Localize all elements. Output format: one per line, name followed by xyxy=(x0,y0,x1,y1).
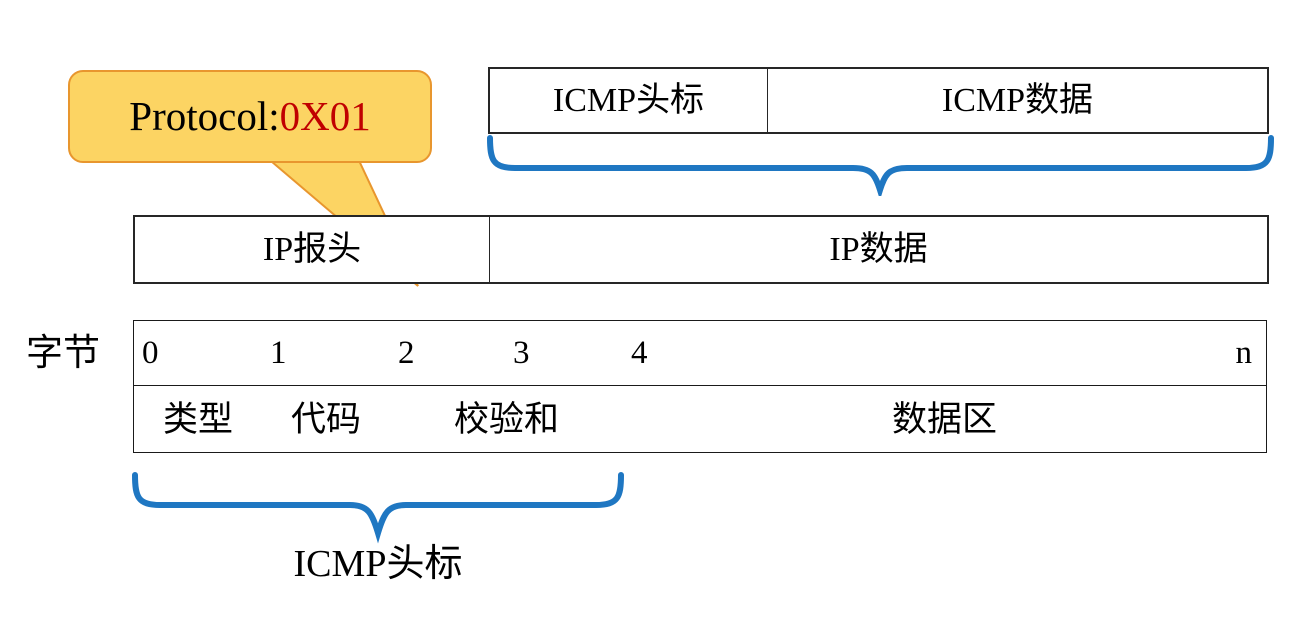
field-checksum-label: 校验和 xyxy=(453,399,559,439)
field-checksum: 校验和 xyxy=(390,385,624,453)
byte-offset-3-text: 3 xyxy=(513,334,530,371)
byte-offset-4: 4 n xyxy=(623,320,1267,385)
field-code-label: 代码 xyxy=(290,399,361,439)
field-code: 代码 xyxy=(262,385,391,453)
protocol-callout: Protocol: 0X01 xyxy=(68,70,432,287)
icmp-header-cell: ICMP头标 xyxy=(488,67,769,134)
icmp-header-brace xyxy=(132,472,624,544)
icmp-header-brace-label: ICMP头标 xyxy=(293,543,463,585)
ip-data-label: IP数据 xyxy=(829,230,928,268)
field-data-area: 数据区 xyxy=(623,385,1267,453)
byte-offset-n-text: n xyxy=(1235,334,1253,371)
byte-offset-4-text: 4 xyxy=(631,334,648,371)
icmp-data-label: ICMP数据 xyxy=(941,81,1094,119)
byte-offset-0: 0 xyxy=(133,320,263,385)
icmp-to-ip-brace xyxy=(487,135,1274,196)
ip-header-cell: IP报头 xyxy=(133,215,491,284)
byte-offset-0-text: 0 xyxy=(142,334,159,371)
byte-offset-1-text: 1 xyxy=(270,334,287,371)
protocol-callout-box: Protocol: 0X01 xyxy=(68,70,432,163)
protocol-value: 0X01 xyxy=(279,93,371,139)
icmp-data-cell: ICMP数据 xyxy=(768,67,1269,134)
byte-offset-1: 1 xyxy=(262,320,391,385)
ip-data-cell: IP数据 xyxy=(490,215,1269,284)
byte-row-label: 字节 xyxy=(26,332,100,374)
field-type: 类型 xyxy=(133,385,263,453)
byte-offset-2-text: 2 xyxy=(398,334,415,371)
ip-header-label: IP报头 xyxy=(262,230,362,268)
field-data-area-label: 数据区 xyxy=(891,399,997,439)
byte-offset-2: 2 xyxy=(390,320,506,385)
icmp-header-label: ICMP头标 xyxy=(552,81,705,119)
field-type-label: 类型 xyxy=(162,399,233,439)
protocol-label: Protocol: xyxy=(129,93,280,139)
byte-offset-3: 3 xyxy=(505,320,624,385)
